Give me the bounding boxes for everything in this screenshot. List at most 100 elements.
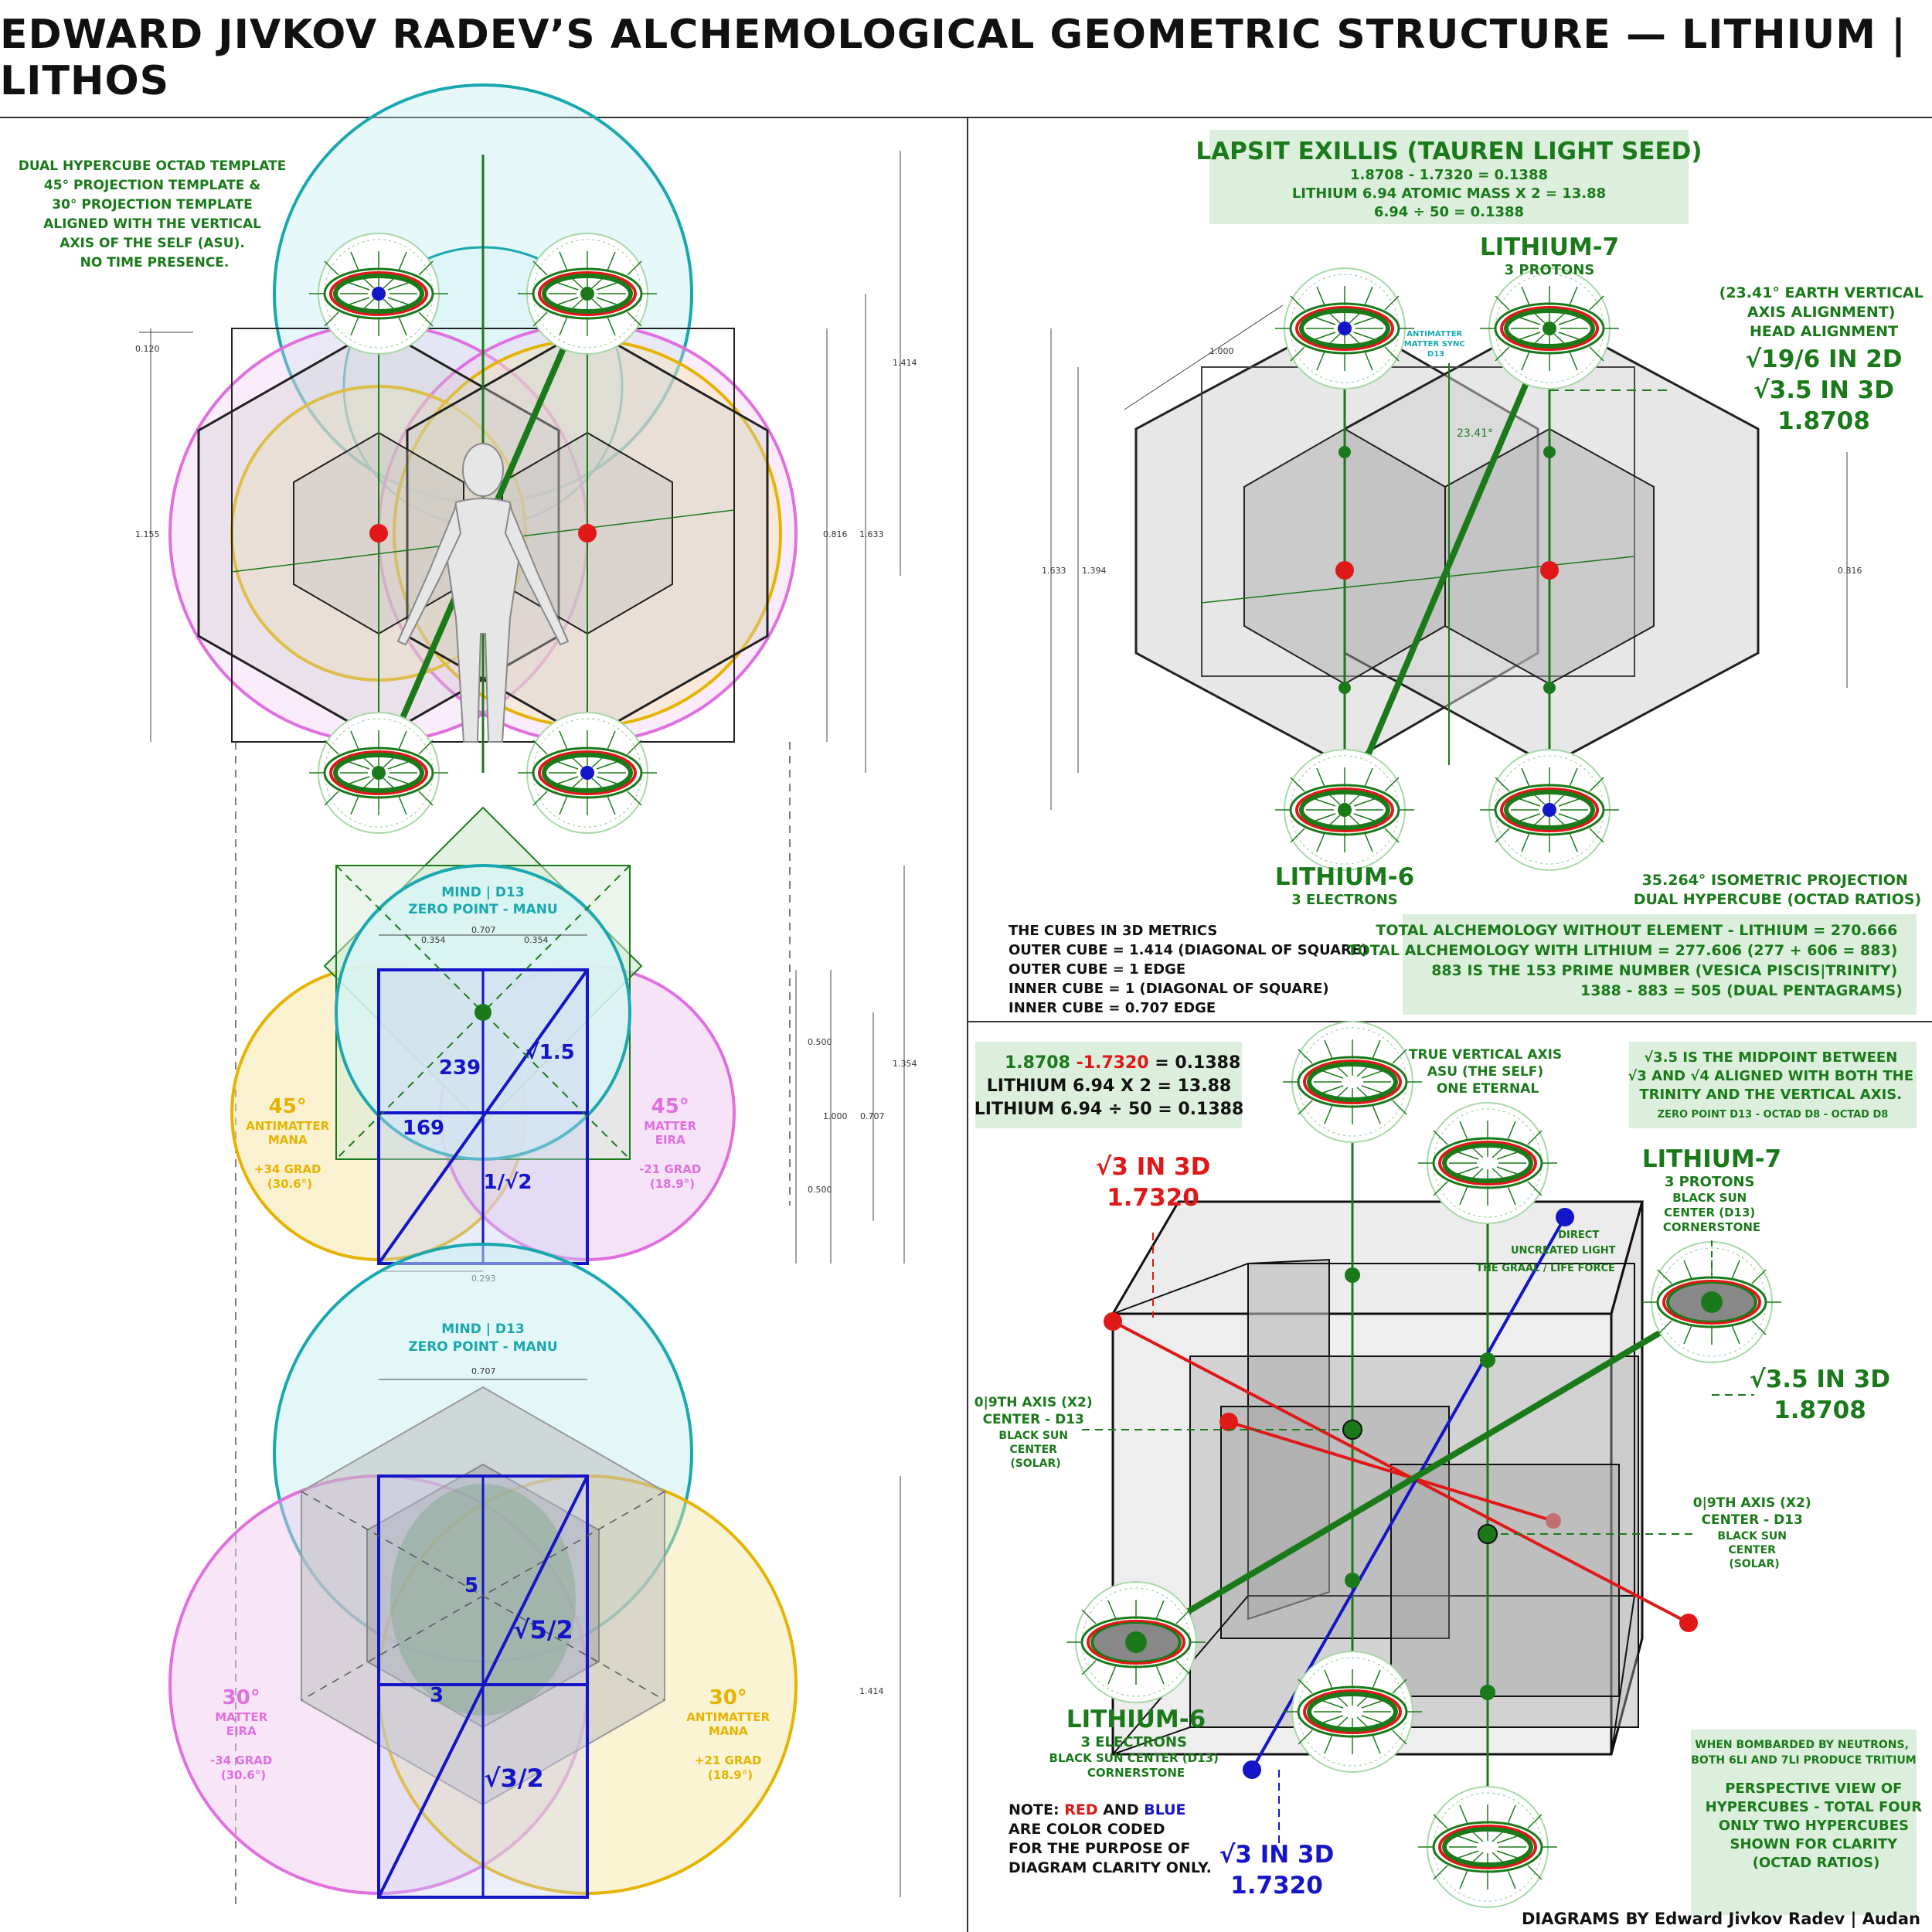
- totals-box: [1403, 914, 1917, 1015]
- true-axis-label: TRUE VERTICAL AXIS ASU (THE SELF) ONE ET…: [1409, 1047, 1566, 1097]
- label-sqrt-5-2: √5/2: [513, 1615, 573, 1645]
- num-169: 169: [403, 1117, 444, 1140]
- label-sqrt-1-5: √1.5: [526, 1041, 574, 1064]
- rb-lithium6-sub: 3 ELECTRONS BLACK SUN CENTER (D13) CORNE…: [1049, 1734, 1223, 1780]
- rb-seed-icon-bottom: [1418, 1787, 1557, 1907]
- page-title: EDWARD JIVKOV RADEV’S ALCHEMOLOGICAL GEO…: [0, 12, 1907, 104]
- red-node-left: [369, 524, 388, 543]
- credit-line: DIAGRAMS BY Edward Jivkov Radev | Audan: [1522, 1910, 1920, 1929]
- calc-line-3: LITHIUM 6.94 ÷ 50 = 0.1388: [975, 1100, 1244, 1119]
- zero-point-label: ZERO POINT - MANU: [408, 902, 557, 917]
- calc-line-1: 1.8708 -1.7320 = 0.1388: [1005, 1053, 1240, 1073]
- rt-dim-1000: 1.000: [1209, 346, 1234, 356]
- human-figure: [396, 443, 570, 743]
- midpoint-box: [1629, 1042, 1917, 1128]
- num-3: 3: [430, 1684, 444, 1707]
- rt-dim-1633: 1.633: [1042, 566, 1066, 576]
- ninth-axis-left: 0|9TH AXIS (X2) CENTER - D13 BLACK SUN C…: [975, 1395, 1097, 1470]
- dim-0500-bottom: 0.500: [808, 1185, 832, 1195]
- label-inv-sqrt2: 1/√2: [483, 1171, 532, 1194]
- dim-1633: 1.633: [859, 529, 884, 539]
- rt-lithium7-sub: 3 PROTONS: [1505, 262, 1595, 278]
- red-diagonal-2: [1228, 1420, 1554, 1522]
- earth-axis-label: (23.41° EARTH VERTICAL AXIS ALIGNMENT) H…: [1719, 284, 1929, 340]
- sync-label: ANTIMATTER MATTER SYNC D13: [1404, 330, 1468, 359]
- blue-diagonal: [377, 968, 589, 1265]
- right-bottom-diagram: 1.8708 -1.7320 = 0.1388 LITHIUM 6.94 X 2…: [975, 1022, 1927, 1929]
- mind-label-30: MIND | D13: [441, 1321, 524, 1337]
- zero-point-node: [474, 1004, 492, 1021]
- red-node-right: [578, 524, 597, 543]
- ninth-axis-right: 0|9TH AXIS (X2) CENTER - D13 BLACK SUN C…: [1693, 1495, 1815, 1570]
- sqrt3-red-value: 1.7320: [1107, 1184, 1199, 1212]
- angle-23-41: 23.41°: [1457, 427, 1493, 440]
- lapsit-title: LAPSIT EXILLIS (TAUREN LIGHT SEED): [1196, 138, 1702, 165]
- mind-label: MIND | D13: [441, 885, 524, 900]
- lapsit-box: [1209, 130, 1689, 224]
- direct-light-label: DIRECT UNCREATED LIGHT THE GRAAL / LIFE …: [1476, 1230, 1619, 1274]
- lapsit-line-3: 6.94 ÷ 50 = 0.1388: [1374, 204, 1524, 220]
- dim-0707: 0.707: [471, 925, 496, 935]
- cube-metrics: THE CUBES IN 3D METRICS OUTER CUBE = 1.4…: [1009, 923, 1372, 1016]
- red-diagonal-1: [1112, 1320, 1689, 1624]
- rt-dim-0816: 0.816: [1838, 566, 1862, 576]
- tritium-note: WHEN BOMBARDED BY NEUTRONS, BOTH 6LI AND…: [1691, 1739, 1917, 1767]
- rb-lithium6-title: LITHIUM-6: [1066, 1706, 1206, 1733]
- dim-1414: 1.414: [893, 358, 917, 368]
- color-note: NOTE: RED AND BLUE ARE COLOR CODED FOR T…: [1009, 1801, 1212, 1876]
- dim-0354-left: 0.354: [421, 935, 446, 945]
- sqrt19-6-label: √19/6 IN 2D: [1745, 345, 1902, 373]
- sqrt3-blue-label: √3 IN 3D: [1219, 1841, 1335, 1869]
- dim-1414-30: 1.414: [859, 1686, 884, 1696]
- matter-45-label: 45° MATTER EIRA -21 GRAD (18.9°): [639, 1095, 706, 1191]
- rb-sqrt35-value: 1.8708: [1774, 1396, 1866, 1424]
- value-1-8708: 1.8708: [1777, 407, 1870, 435]
- rt-green-diagonal: [1342, 327, 1553, 811]
- dim-0120: 0.120: [135, 344, 160, 354]
- blue-diagonal-30: [377, 1475, 589, 1898]
- calc-box: [975, 1042, 1242, 1128]
- tritium-box: [1691, 1730, 1917, 1915]
- rt-lithium6-title: LITHIUM-6: [1275, 863, 1414, 891]
- left-bottom-diagram: MIND | D13 ZERO POINT - MANU 0.707 1.414…: [168, 1243, 901, 1899]
- template-note: DUAL HYPERCUBE OCTAD TEMPLATE 45° PROJEC…: [19, 158, 291, 270]
- totals-text: TOTAL ALCHEMOLOGY WITHOUT ELEMENT - LITH…: [1348, 922, 1903, 999]
- rb-sqrt35-label: √3.5 IN 3D: [1750, 1366, 1890, 1393]
- dim-0500-top: 0.500: [808, 1037, 832, 1047]
- dim-0816: 0.816: [823, 529, 848, 539]
- sqrt3-5-label: √3.5 IN 3D: [1753, 376, 1894, 404]
- isometric-label: 35.264° ISOMETRIC PROJECTION DUAL HYPERC…: [1634, 872, 1921, 908]
- rb-lithium7-title: LITHIUM-7: [1642, 1145, 1781, 1173]
- rt-lithium6-sub: 3 ELECTRONS: [1291, 892, 1398, 908]
- dim-1155: 1.155: [135, 529, 160, 539]
- calc-line-2: LITHIUM 6.94 X 2 = 13.88: [987, 1077, 1231, 1096]
- antimatter-45-label: 45° ANTIMATTER MANA +34 GRAD (30.6°): [246, 1095, 334, 1191]
- dim-0354-right: 0.354: [524, 935, 549, 945]
- rt-back-frame: [1201, 366, 1635, 677]
- inner-cube: [1189, 1355, 1639, 1728]
- rb-seed-icon-top: [1283, 1022, 1422, 1142]
- left-top-diagram: DUAL HYPERCUBE OCTAD TEMPLATE 45° PROJEC…: [19, 83, 917, 1909]
- rt-dim-1394: 1.394: [1082, 566, 1107, 576]
- lapsit-line-1: 1.8708 - 1.7320 = 0.1388: [1350, 167, 1548, 183]
- antimatter-30-label: 30° ANTIMATTER MANA +21 GRAD (18.9°): [686, 1686, 774, 1782]
- perspective-note: PERSPECTIVE VIEW OF HYPERCUBES - TOTAL F…: [1706, 1781, 1927, 1871]
- matter-30-label: 30° MATTER EIRA -34 GRAD (30.6°): [210, 1686, 277, 1782]
- dim-0707-side: 0.707: [860, 1111, 885, 1121]
- rb-lithium7-sub: 3 PROTONS BLACK SUN CENTER (D13) CORNERS…: [1663, 1174, 1760, 1234]
- left-middle-diagram: MIND | D13 ZERO POINT - MANU 0.707 0.354…: [230, 806, 917, 1284]
- label-sqrt-3-2: √3/2: [484, 1764, 544, 1793]
- dim-1000: 1.000: [823, 1111, 848, 1121]
- dim-0707-30: 0.707: [471, 1366, 496, 1376]
- green-diagonal-3d: [1134, 1299, 1714, 1645]
- lapsit-line-2: LITHIUM 6.94 ATOMIC MASS X 2 = 13.88: [1292, 185, 1606, 202]
- dim-1354: 1.354: [893, 1059, 917, 1069]
- right-top-diagram: LAPSIT EXILLIS (TAUREN LIGHT SEED) 1.870…: [1009, 130, 1929, 1016]
- rt-lithium7-title: LITHIUM-7: [1480, 233, 1619, 261]
- num-5: 5: [464, 1574, 478, 1597]
- zero-point-label-30: ZERO POINT - MANU: [408, 1339, 557, 1355]
- midpoint-text: √3.5 IS THE MIDPOINT BETWEEN √3 AND √4 A…: [1628, 1049, 1917, 1121]
- num-239: 239: [439, 1056, 481, 1080]
- sqrt3-blue-value: 1.7320: [1230, 1872, 1323, 1900]
